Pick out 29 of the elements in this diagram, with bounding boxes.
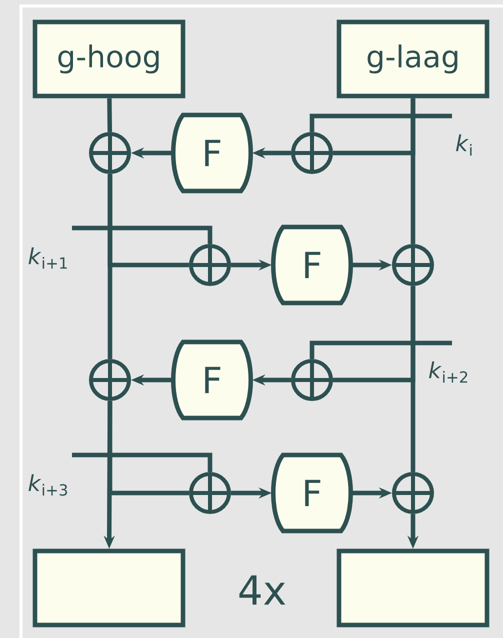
key-line <box>72 452 212 472</box>
xor-symbol <box>392 244 434 286</box>
line <box>410 286 416 472</box>
xor-symbol <box>291 132 333 174</box>
register-box <box>336 548 490 628</box>
xor-symbol <box>392 472 434 514</box>
function-box: F <box>171 340 253 420</box>
register-box: g-laag <box>336 20 490 98</box>
xor-symbol <box>89 132 131 174</box>
key-line <box>310 114 452 132</box>
key-line <box>72 226 212 244</box>
register-box: g-hoog <box>32 20 186 98</box>
xor-symbol <box>189 472 231 514</box>
key-label: k$_{i+2}$ <box>429 361 468 383</box>
line <box>410 98 416 244</box>
branch-line <box>108 174 189 268</box>
xor-symbol <box>189 244 231 286</box>
round-count: 4x <box>239 575 286 605</box>
xor-symbol <box>291 359 333 401</box>
xor-symbol <box>89 359 131 401</box>
key-label: k$_{i+3}$ <box>28 474 68 496</box>
line <box>107 98 112 132</box>
function-box: F <box>271 452 353 534</box>
key-label: k$_{i}$ <box>456 134 472 156</box>
key-line <box>310 340 452 359</box>
register-box <box>32 548 186 628</box>
function-box: F <box>171 112 253 194</box>
function-box: F <box>271 224 353 306</box>
key-label: k$_{i+1}$ <box>28 247 67 269</box>
